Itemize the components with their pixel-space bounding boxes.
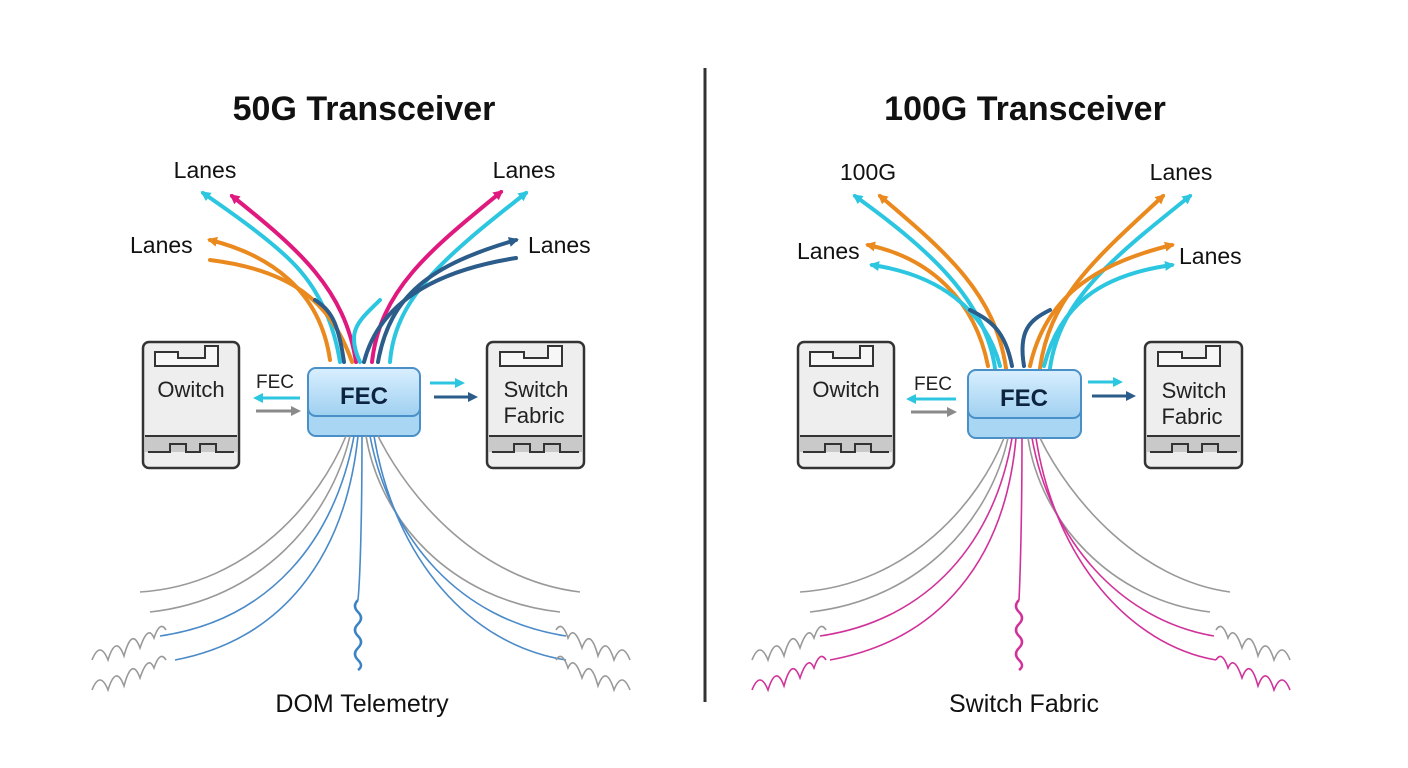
telemetry-wave: [353, 599, 363, 672]
lane-label-top-left: 100G: [840, 159, 896, 185]
lane-arrows: [200, 190, 529, 364]
switch-fabric-label-line2: Fabric: [503, 403, 564, 428]
telemetry-wave: [1014, 599, 1024, 672]
switch-fabric-box: Switch Fabric: [485, 340, 586, 470]
lane-label-top-right: Lanes: [1150, 159, 1213, 185]
signal-noise-left: [751, 625, 827, 663]
lane-arrow: [1028, 241, 1175, 368]
fiber-fan: [799, 437, 1231, 661]
lane-arrow: [869, 261, 1002, 368]
lane-arrow: [376, 237, 519, 364]
lane-arrow: [207, 236, 332, 362]
lane-arrow: [1048, 194, 1193, 370]
switch-fabric-label-line1: Switch: [1162, 378, 1227, 403]
lane-arrow: [370, 190, 504, 364]
lane-arrow: [313, 298, 346, 364]
lane-arrow: [229, 194, 358, 364]
lane-label-top-left: Lanes: [174, 157, 237, 183]
panel-footer-label: DOM Telemetry: [275, 690, 449, 718]
lane-arrow: [1038, 193, 1166, 370]
lane-label-mid-right: Lanes: [1179, 243, 1242, 269]
lane-arrow: [208, 258, 354, 364]
lane-arrow: [1042, 261, 1175, 368]
signal-noise-right: [1215, 655, 1291, 693]
signal-noise-right: [1215, 625, 1291, 663]
lane-label-mid-right: Lanes: [528, 232, 591, 258]
lane-arrow: [877, 194, 1008, 370]
panel-title: 50G Transceiver: [233, 90, 496, 128]
fec-block-label: FEC: [1000, 385, 1048, 412]
lane-arrow: [362, 256, 518, 364]
lane-label-mid-left: Lanes: [130, 232, 193, 258]
panel-title: 100G Transceiver: [884, 90, 1166, 128]
panel-100g: 100G Transceiver 100G Lanes Lanes Lanes …: [751, 90, 1291, 718]
panel-footer-label: Switch Fabric: [949, 690, 1099, 718]
switch-box-label: Owitch: [812, 377, 879, 402]
signal-noise-left: [751, 655, 827, 693]
fiber-fan: [139, 435, 581, 661]
switch-fabric-box: Switch Fabric: [1143, 340, 1244, 470]
lane-arrows: [852, 193, 1193, 370]
fec-block: FEC: [967, 369, 1082, 439]
lane-arrow: [968, 308, 1014, 368]
panel-50g: 50G Transceiver Lanes Lanes Lanes Lanes …: [91, 90, 631, 718]
lane-arrow: [1020, 308, 1052, 368]
signal-noise-left: [91, 625, 167, 693]
switch-fabric-label-line1: Switch: [504, 377, 569, 402]
fec-block-label: FEC: [340, 383, 388, 410]
switch-box-left: Owitch: [796, 340, 896, 470]
lane-label-mid-left: Lanes: [797, 238, 860, 264]
lane-arrow: [852, 194, 997, 370]
fec-small-label: FEC: [914, 374, 952, 395]
lane-arrow: [351, 298, 382, 364]
fec-small-label: FEC: [256, 372, 294, 393]
switch-box-label: Owitch: [157, 377, 224, 402]
signal-noise-right: [555, 625, 631, 693]
switch-box-left: Owitch: [141, 340, 241, 470]
fec-block: FEC: [307, 367, 421, 437]
lane-label-top-right: Lanes: [493, 157, 556, 183]
lane-arrow: [865, 241, 990, 368]
switch-fabric-label-line2: Fabric: [1161, 404, 1222, 429]
